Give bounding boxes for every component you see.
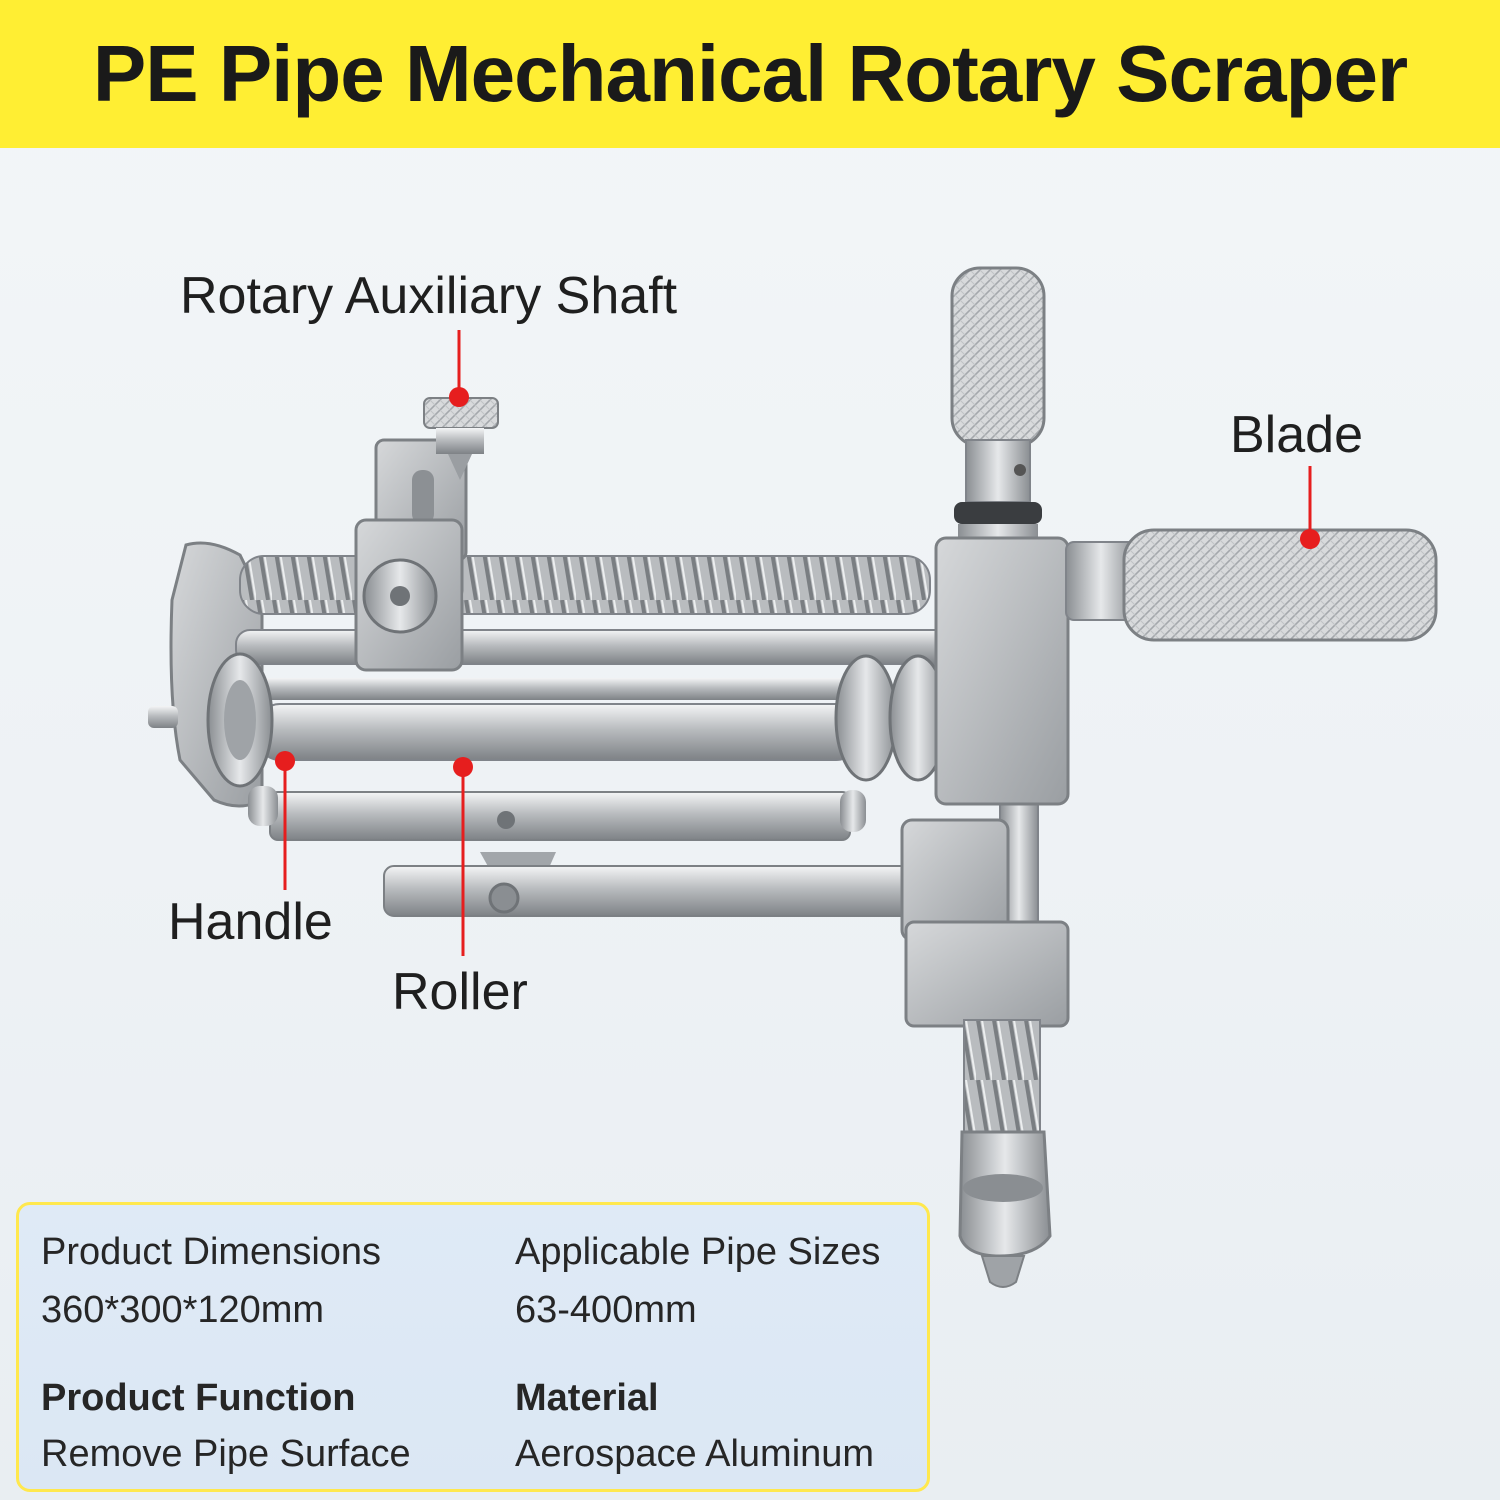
callout-handle: Handle — [168, 893, 333, 951]
guide-rod-upper — [235, 629, 957, 665]
callout-rotary-auxiliary-shaft: Rotary Auxiliary Shaft — [180, 267, 678, 325]
head-block — [934, 536, 1070, 806]
lower-thread — [963, 1019, 1041, 1141]
marker-handle — [275, 751, 295, 771]
spec-pipe-sizes-value: 63-400mm — [515, 1289, 697, 1331]
callout-blade: Blade — [1230, 406, 1363, 464]
marker-blade — [1300, 529, 1320, 549]
spec-material-label: Material — [515, 1377, 659, 1419]
marker-shaft — [449, 387, 469, 407]
title-banner: PE Pipe Mechanical Rotary Scraper — [0, 0, 1500, 148]
lead-screw — [239, 555, 931, 615]
spec-dimensions-value: 360*300*120mm — [41, 1289, 325, 1331]
spec-pipe-sizes-label: Applicable Pipe Sizes — [515, 1231, 881, 1273]
blade-grip — [1122, 528, 1438, 642]
callout-roller: Roller — [392, 963, 528, 1021]
guide-rod-middle — [250, 678, 890, 700]
blade-top-knob — [950, 266, 1046, 448]
spec-panel: Product Dimensions 360*300*120mm Applica… — [16, 1202, 930, 1492]
handle-bar — [269, 791, 851, 841]
main-shaft — [257, 703, 859, 761]
spec-function-value: Remove Pipe Surface — [41, 1433, 411, 1475]
marker-roller — [453, 757, 473, 777]
page-title: PE Pipe Mechanical Rotary Scraper — [92, 29, 1408, 118]
scraper-tool-illustration — [148, 266, 1438, 1288]
spec-dimensions-label: Product Dimensions — [41, 1231, 382, 1273]
lower-block — [904, 920, 1070, 1028]
spec-function-label: Product Function — [41, 1377, 356, 1419]
spec-material-value: Aerospace Aluminum — [515, 1433, 875, 1475]
roller-right-a — [834, 654, 898, 782]
